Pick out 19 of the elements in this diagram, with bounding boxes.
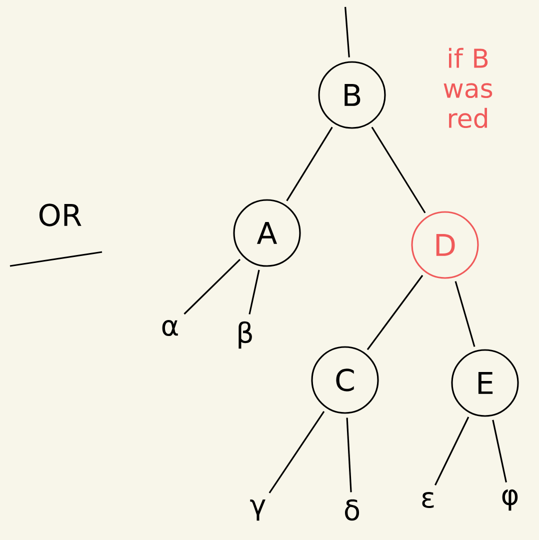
subtree-label: φ <box>502 489 518 511</box>
tree-edge <box>492 420 507 482</box>
tree-edge <box>286 126 333 202</box>
subtree-label: ε <box>422 492 434 508</box>
tree-edge <box>371 126 426 214</box>
subtree-label: γ <box>250 499 266 521</box>
tree-edge <box>366 274 424 350</box>
option-label: OR <box>39 204 82 226</box>
subtree-label: α <box>162 320 178 336</box>
tree-edge <box>268 410 325 494</box>
subtree-label: δ <box>344 499 360 521</box>
tree-edge <box>346 418 352 492</box>
tree-edge <box>454 281 476 347</box>
tree-edge <box>184 258 241 315</box>
tree-edge <box>434 416 470 486</box>
tree-edge <box>344 6 350 58</box>
subtree-label: β <box>238 321 252 349</box>
note-text: if B was red <box>444 48 492 128</box>
tree-edge <box>248 270 260 314</box>
